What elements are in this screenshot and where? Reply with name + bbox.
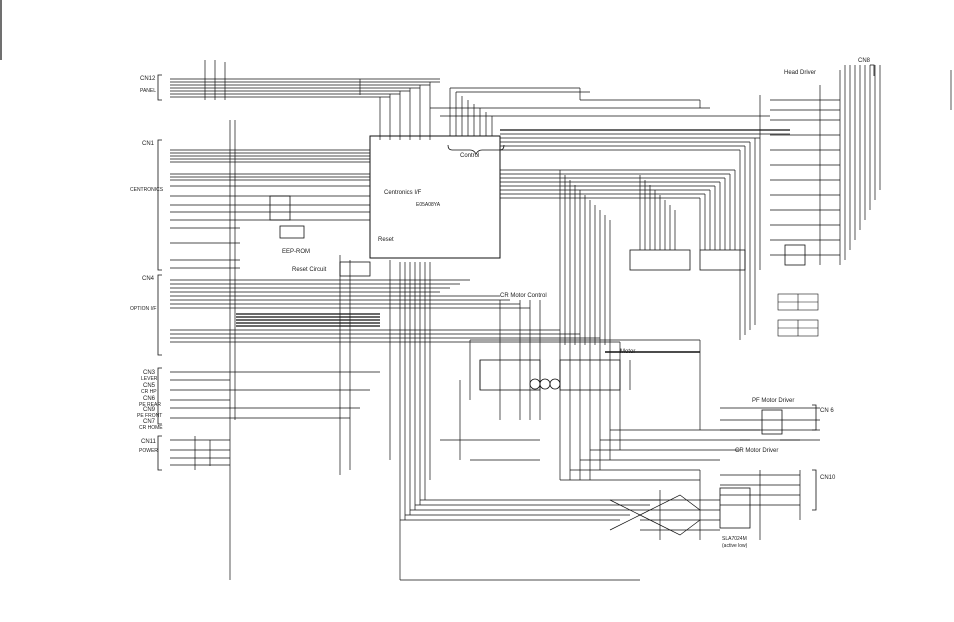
eep-rom-label: EEP-ROM — [282, 249, 311, 255]
cn8-label: CN8 — [858, 58, 871, 64]
cn9-sub-label: PE FRONT — [137, 413, 163, 419]
cn1-label: CN1 — [142, 141, 155, 147]
cn5-sub-label: CR HP — [141, 389, 157, 395]
driver-ic-label: SLA7024M — [722, 536, 747, 542]
cn4-label: CN4 — [142, 276, 155, 282]
reset-circuit-label: Reset Circuit — [292, 267, 327, 273]
cn3-sub-label: LEVER — [141, 376, 158, 382]
main-ic-label: E05A08YA — [416, 202, 441, 208]
head-driver-label: Head Driver — [784, 70, 817, 76]
centronics-if-label: Centronics I/F — [384, 190, 422, 196]
cn5-label: CN5 — [143, 383, 156, 389]
cn12-label: CN12 — [140, 76, 156, 82]
cr-motor-driver-label: CR Motor Driver — [735, 448, 779, 454]
cr-motor-control-label: CR Motor Control — [500, 293, 547, 299]
pf-motor-driver-label: PF Motor Driver — [752, 398, 795, 404]
cn7-label: CN7 — [143, 419, 156, 425]
reset-label: Reset — [378, 237, 394, 243]
cn10-label: CN10 — [820, 475, 836, 481]
cn6r-label: CN 6 — [820, 408, 834, 414]
centronics-conn-label: CENTRONICS — [130, 187, 164, 193]
cn6-label: CN6 — [143, 396, 156, 402]
cn7-sub-label: CR HOME — [139, 425, 163, 431]
cn11-label: CN11 — [141, 439, 156, 445]
motor-label: Motor — [620, 349, 636, 355]
panel-label: PANEL — [140, 88, 157, 94]
option-if-label: OPTION I/F — [130, 306, 157, 312]
power-label: POWER — [139, 448, 158, 454]
cn9-label: CN9 — [143, 407, 156, 413]
cn6-sub-label: PE REAR — [139, 402, 161, 408]
active-low-label: (active low) — [722, 543, 748, 549]
control-label: Control — [460, 153, 480, 159]
cn3-label: CN3 — [143, 370, 156, 376]
